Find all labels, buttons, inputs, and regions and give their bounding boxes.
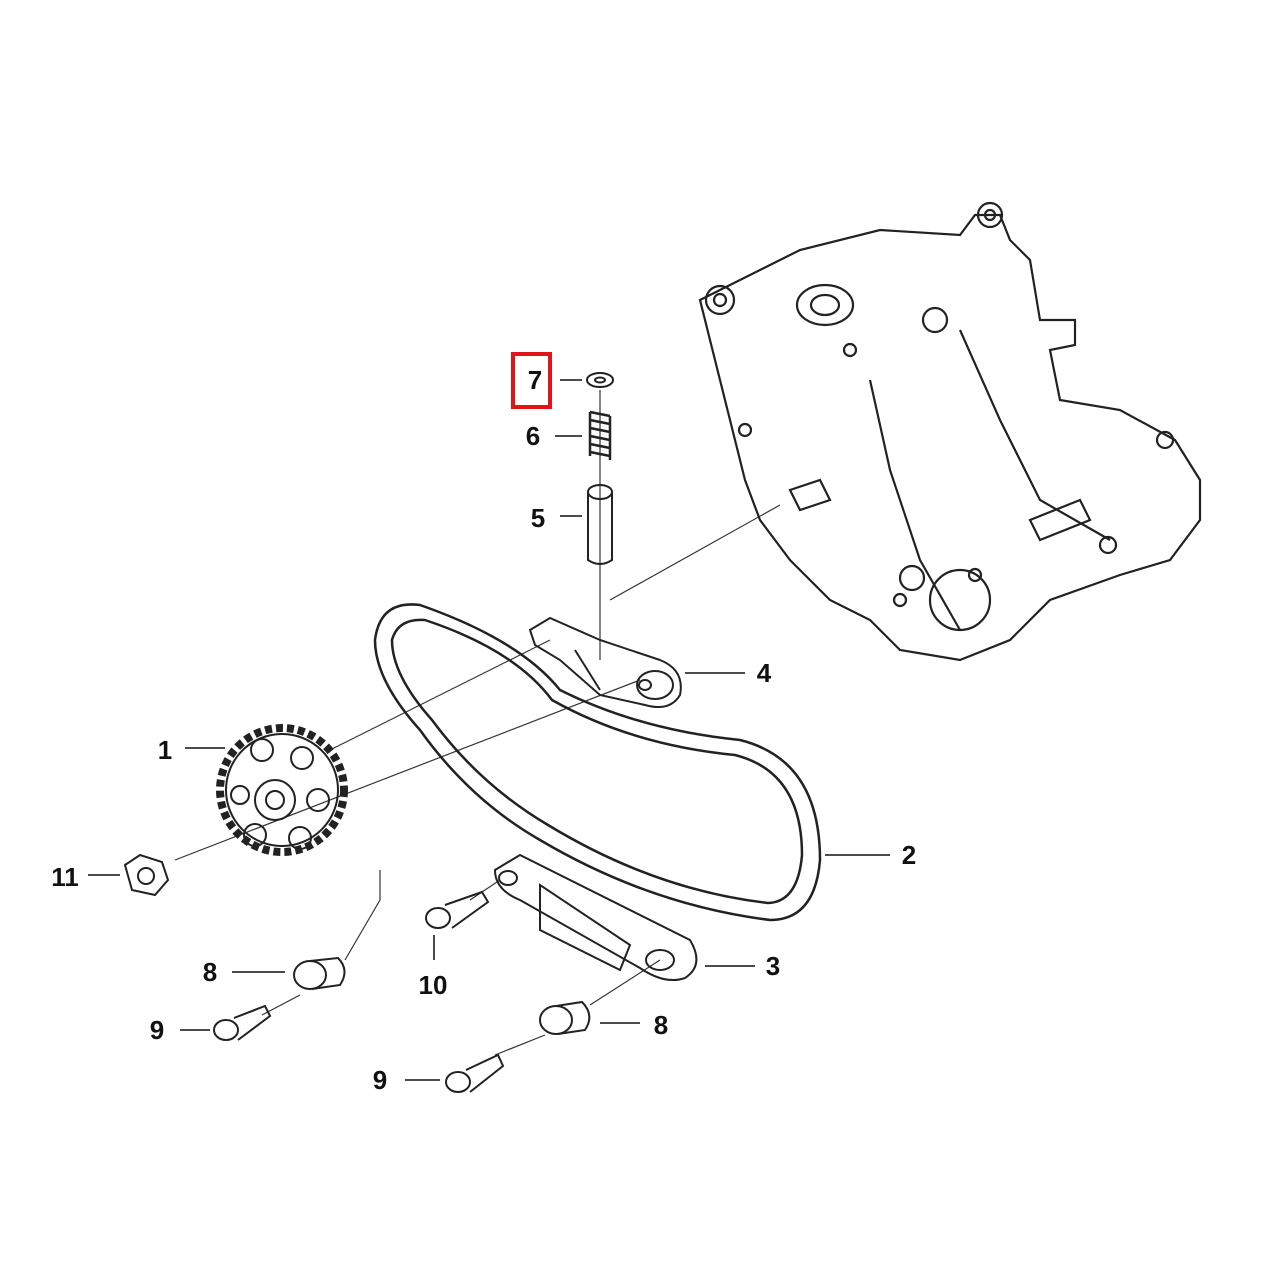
part-3-guide-rail — [493, 853, 698, 981]
callout-9-left[interactable]: 9 — [149, 1015, 165, 1045]
part-8-bushing-right — [539, 1000, 591, 1035]
part-2-chain — [373, 603, 822, 922]
part-5-piston — [587, 484, 613, 565]
callout-1[interactable]: 1 — [157, 735, 173, 765]
oil-pump-housing — [698, 201, 1202, 662]
callout-9-right[interactable]: 9 — [372, 1065, 388, 1095]
callout-2[interactable]: 2 — [901, 840, 917, 870]
part-1-sprocket — [216, 724, 348, 856]
highlight-box — [511, 352, 552, 409]
callout-6[interactable]: 6 — [525, 421, 541, 451]
part-6-spring — [588, 410, 612, 460]
part-8-bushing-left — [293, 956, 346, 990]
callout-4[interactable]: 4 — [756, 658, 772, 688]
callout-7[interactable]: 7 — [527, 365, 543, 395]
part-10-bolt — [425, 890, 490, 929]
callout-8-right[interactable]: 8 — [653, 1010, 669, 1040]
leader-lines — [88, 379, 890, 1081]
callout-5[interactable]: 5 — [530, 503, 546, 533]
callout-8-left[interactable]: 8 — [202, 957, 218, 987]
part-11-nut — [123, 853, 170, 897]
callout-3[interactable]: 3 — [765, 951, 781, 981]
part-4-tensioner-rail — [528, 616, 682, 708]
part-7-washer — [586, 372, 614, 388]
part-9-bolt-right — [445, 1053, 505, 1093]
part-9-bolt-left — [213, 1004, 272, 1041]
callout-11[interactable]: 11 — [51, 862, 79, 892]
callout-10[interactable]: 10 — [418, 970, 448, 1000]
